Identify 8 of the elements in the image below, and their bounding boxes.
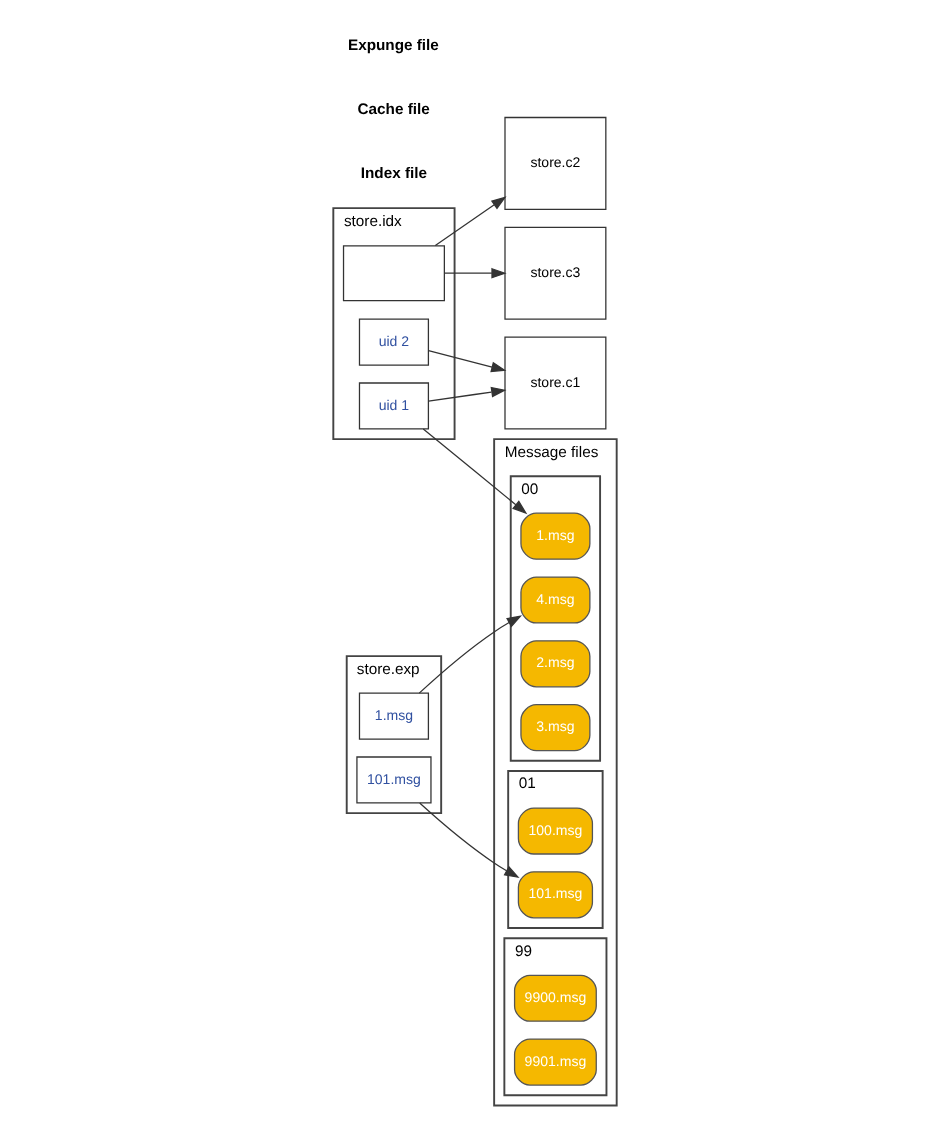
arrow — [418, 615, 523, 694]
arrow — [427, 350, 507, 373]
arrow — [419, 802, 520, 879]
arrow — [422, 428, 528, 515]
arrow — [444, 267, 507, 279]
node-box — [342, 245, 445, 302]
arrow — [434, 196, 507, 247]
arrow — [427, 386, 507, 402]
